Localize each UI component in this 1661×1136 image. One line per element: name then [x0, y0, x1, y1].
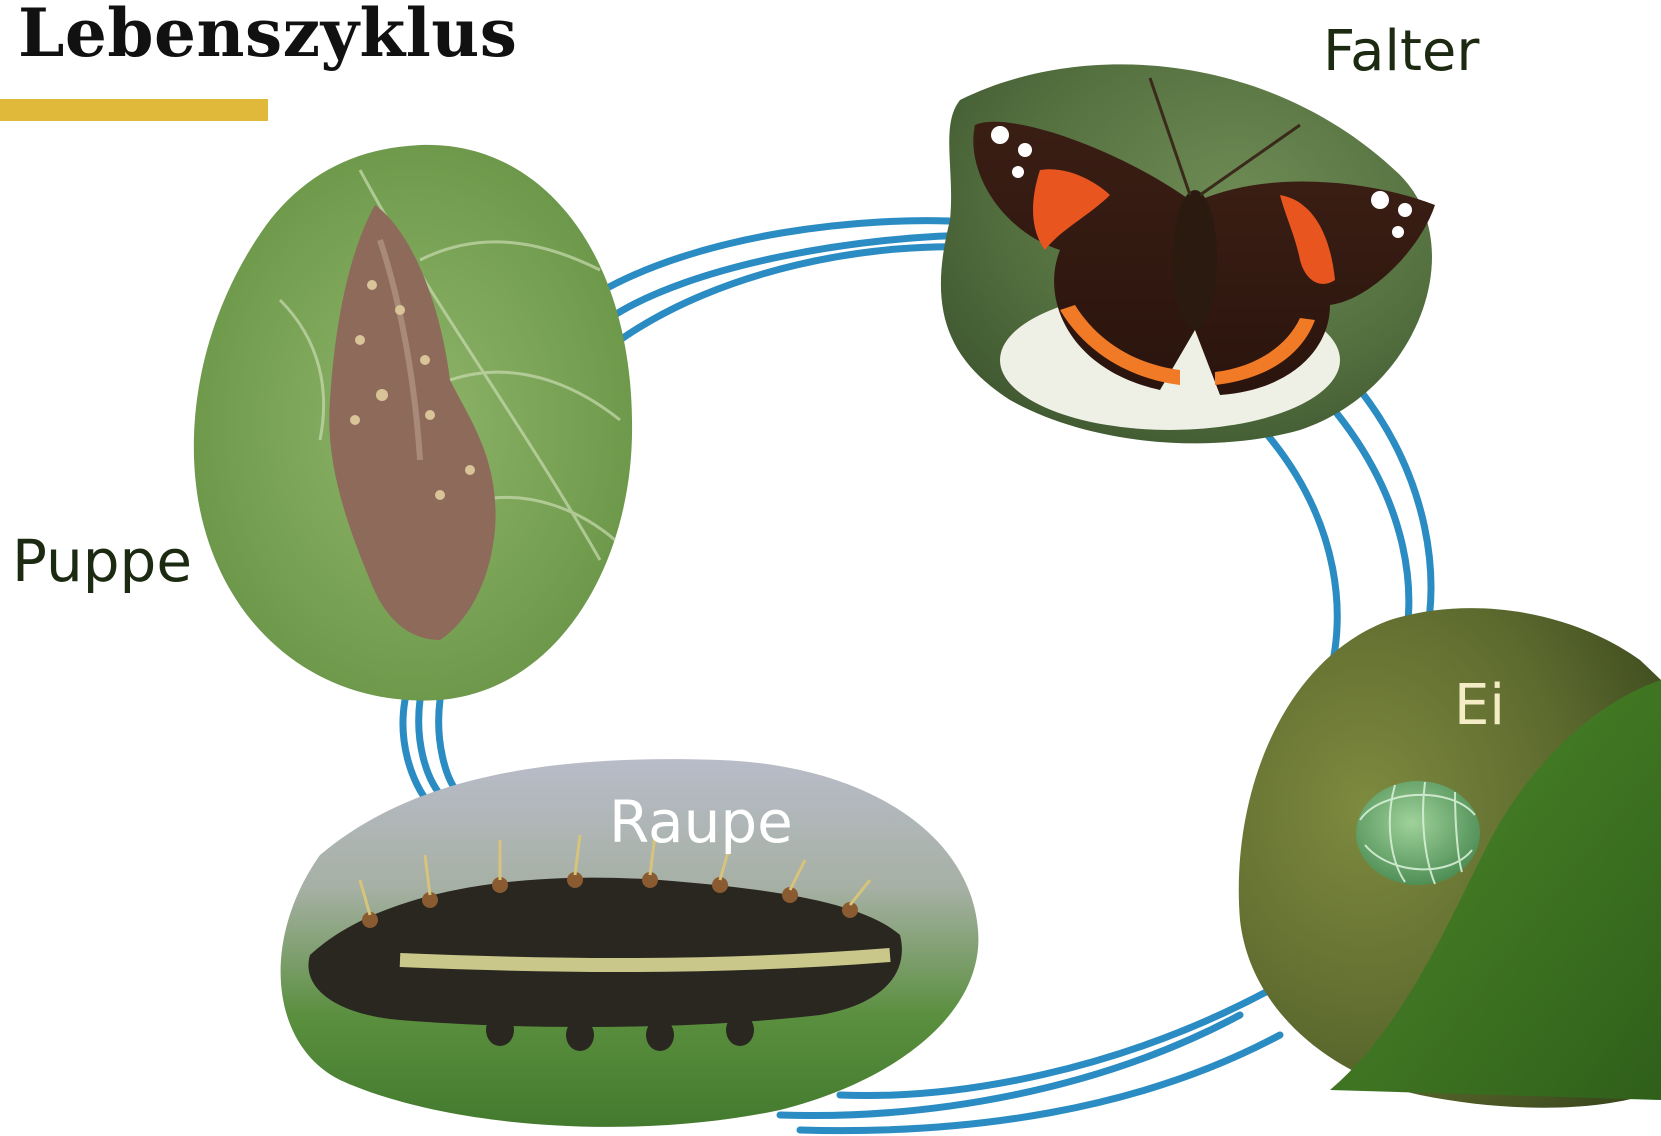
stage-ei-image	[1239, 608, 1661, 1108]
stage-label-ei: Ei	[1454, 678, 1505, 734]
stage-falter-image	[941, 64, 1435, 443]
cycle-line-12	[439, 700, 460, 795]
stage-label-raupe: Raupe	[609, 793, 793, 851]
stage-label-puppe: Puppe	[12, 532, 192, 590]
cycle-line-4	[1265, 432, 1337, 690]
egg-icon	[1356, 781, 1480, 885]
stage-puppe-image	[194, 145, 632, 701]
stage-label-falter: Falter	[1323, 24, 1479, 80]
